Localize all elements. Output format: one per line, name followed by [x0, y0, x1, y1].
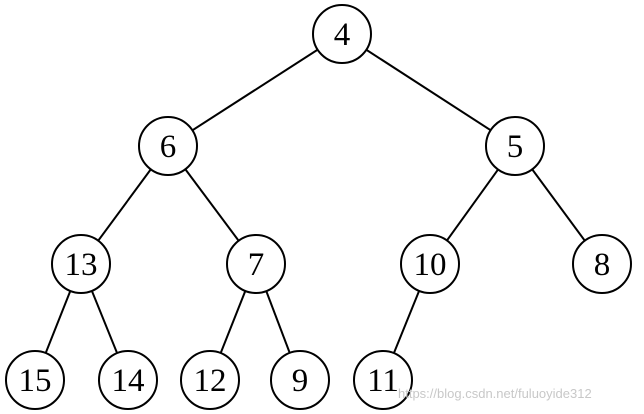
node-label: 11 — [367, 363, 399, 399]
tree-node-15: 15 — [5, 350, 65, 410]
tree-node-4: 4 — [312, 4, 372, 64]
node-label: 10 — [414, 247, 447, 283]
node-circle — [312, 4, 372, 64]
node-label: 14 — [112, 363, 145, 399]
node-label: 8 — [594, 247, 611, 283]
tree-edge — [167, 33, 343, 147]
node-label: 6 — [160, 129, 177, 165]
tree-node-13: 13 — [51, 234, 111, 294]
tree-edges — [34, 33, 603, 381]
node-circle — [138, 116, 198, 176]
tree-node-6: 6 — [138, 116, 198, 176]
tree-node-8: 8 — [572, 234, 632, 294]
node-circle — [5, 350, 65, 410]
node-circle — [98, 350, 158, 410]
node-circle — [180, 350, 240, 410]
node-label: 15 — [19, 363, 52, 399]
node-circle — [485, 116, 545, 176]
node-circle — [353, 350, 413, 410]
node-circle — [572, 234, 632, 294]
node-label: 9 — [292, 363, 309, 399]
tree-node-5: 5 — [485, 116, 545, 176]
tree-edge — [341, 33, 516, 147]
node-circle — [51, 234, 111, 294]
node-circle — [226, 234, 286, 294]
tree-nodes: 4 6 5 13 7 10 8 15 14 12 9 11 — [5, 4, 632, 410]
watermark-text: https://blog.csdn.net/fuluoyide312 — [398, 386, 592, 401]
tree-node-7: 7 — [226, 234, 286, 294]
tree-node-9: 9 — [270, 350, 330, 410]
node-label: 12 — [194, 363, 227, 399]
node-label: 4 — [334, 17, 351, 53]
node-circle — [400, 234, 460, 294]
tree-node-10: 10 — [400, 234, 460, 294]
tree-node-14: 14 — [98, 350, 158, 410]
node-label: 7 — [248, 247, 265, 283]
node-label: 5 — [507, 129, 524, 165]
node-label: 13 — [65, 247, 98, 283]
tree-node-12: 12 — [180, 350, 240, 410]
node-circle — [270, 350, 330, 410]
tree-node-11: 11 — [353, 350, 413, 410]
